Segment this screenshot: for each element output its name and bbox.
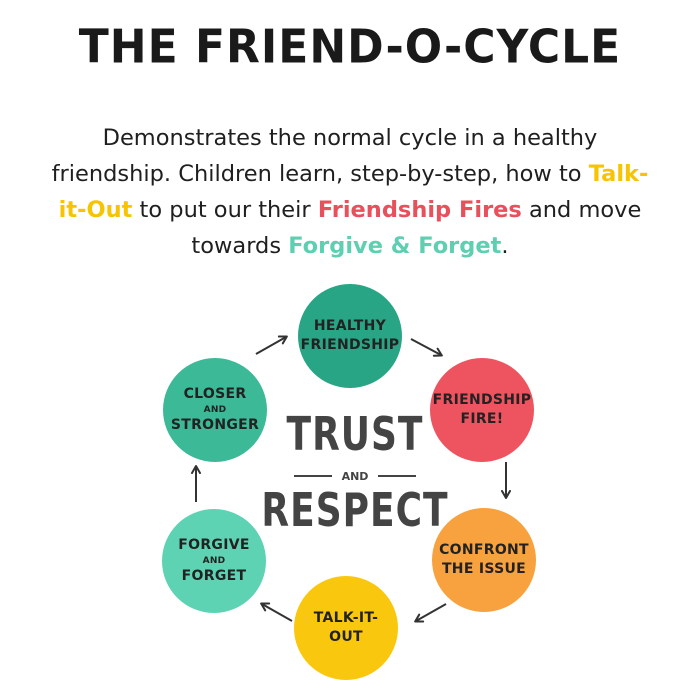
forgive-forget-highlight: Forgive & Forget xyxy=(288,233,502,259)
step-label-line1: HEALTHY xyxy=(313,318,387,334)
step-label-line1: FRIENDSHIP xyxy=(432,392,532,408)
arrow-talk-to-forgive xyxy=(260,602,293,622)
divider-line-right xyxy=(378,475,417,477)
friendship-fires-highlight: Friendship Fires xyxy=(317,197,522,223)
talk-it-out-highlight: Talk-it-Out xyxy=(58,161,649,223)
arrow-confront-to-talk xyxy=(414,603,447,623)
step-label-line2: OUT xyxy=(329,629,363,645)
step-label-line2: FRIENDSHIP xyxy=(300,337,400,353)
step-label-and: AND xyxy=(203,405,227,415)
description-text-4: . xyxy=(501,233,509,259)
description-text-2: to put our their xyxy=(132,197,318,223)
arrow-healthy-to-fire xyxy=(410,338,443,357)
divider-line-left xyxy=(293,475,332,477)
step-label-line1: FORGIVE xyxy=(178,537,250,553)
step-label-line2: FIRE! xyxy=(460,411,504,427)
step-friendship-fire: FRIENDSHIP FIRE! xyxy=(430,358,534,462)
arrow-closer-to-healthy xyxy=(255,335,288,355)
step-confront-the-issue: CONFRONT THE ISSUE xyxy=(432,508,536,612)
description: Demonstrates the normal cycle in a healt… xyxy=(40,120,660,264)
description-text-1: Demonstrates the normal cycle in a healt… xyxy=(51,125,598,187)
step-closer-and-stronger: CLOSER AND STRONGER xyxy=(163,358,267,462)
step-label-line1: TALK-IT- xyxy=(313,610,379,626)
step-label-line1: CONFRONT xyxy=(439,542,529,558)
description-text-3: and move towards xyxy=(191,197,642,259)
center-trust: TRUST xyxy=(286,408,424,462)
center-and: AND xyxy=(341,469,369,483)
step-label-and: AND xyxy=(202,556,226,566)
step-label-line2: FORGET xyxy=(181,568,247,584)
step-label-line2: STRONGER xyxy=(170,417,260,433)
step-forgive-and-forget: FORGIVE AND FORGET xyxy=(162,509,266,613)
step-talk-it-out: TALK-IT- OUT xyxy=(294,576,398,680)
center-and-divider: AND xyxy=(270,466,440,486)
page-title: THE FRIEND-O-CYCLE xyxy=(78,20,622,75)
step-label-line2: THE ISSUE xyxy=(441,561,527,577)
step-healthy-friendship: HEALTHY FRIENDSHIP xyxy=(298,284,402,388)
center-respect: RESPECT xyxy=(261,484,449,538)
step-label-line1: CLOSER xyxy=(183,386,247,402)
